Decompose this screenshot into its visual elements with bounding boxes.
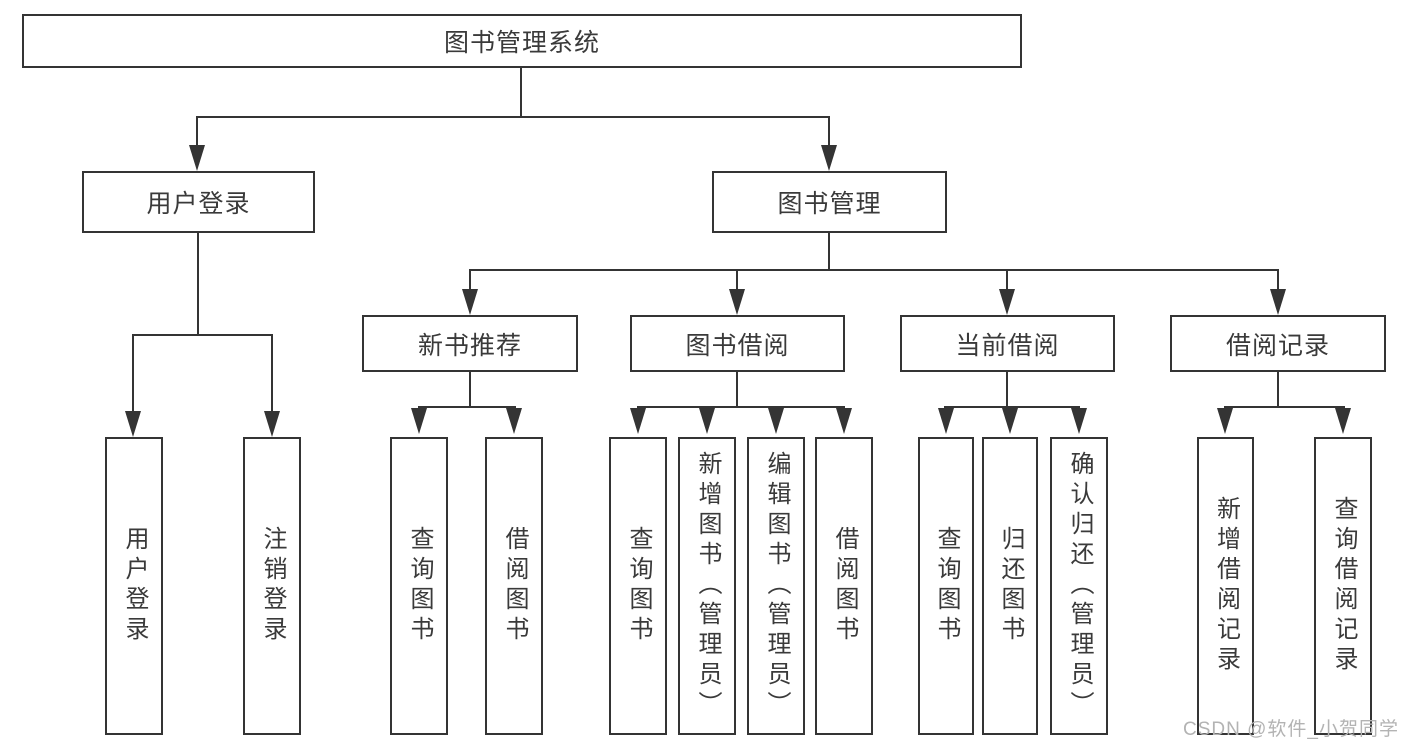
- node-current-borrow-label: 当前借阅: [955, 331, 1060, 360]
- node-user-login-label: 用户登录: [146, 190, 251, 218]
- csdn-watermark: CSDN @软件_小贺同学: [1183, 719, 1399, 740]
- connector-vline: [736, 372, 738, 408]
- arrowhead-icon: [506, 408, 522, 434]
- node-current-borrow: 当前借阅: [900, 315, 1115, 372]
- arrowhead-icon: [1270, 289, 1286, 315]
- node-root: 图书管理系统: [22, 14, 1022, 68]
- leaf-borrow-book-2: 借阅图书: [815, 437, 873, 735]
- node-borrow-record-label: 借阅记录: [1225, 331, 1330, 360]
- leaf-user-login: 用户登录: [105, 437, 163, 735]
- arrowhead-icon: [729, 289, 745, 315]
- leaf-edit-book-admin: 编辑图书（管理员）: [747, 437, 805, 735]
- connector-hline: [944, 406, 1080, 408]
- connector-vline: [736, 269, 738, 291]
- leaf-return-book: 归还图书: [982, 437, 1038, 735]
- connector-vline: [520, 68, 522, 117]
- arrowhead-icon: [938, 408, 954, 434]
- node-root-label: 图书管理系统: [443, 29, 600, 57]
- connector-hline: [1224, 406, 1345, 408]
- connector-vline: [828, 233, 830, 271]
- arrowhead-icon: [821, 145, 837, 171]
- node-book-borrow: 图书借阅: [630, 315, 845, 372]
- connector-hline: [132, 334, 273, 336]
- arrowhead-icon: [1335, 408, 1351, 434]
- connector-hline: [196, 116, 830, 118]
- connector-vline: [196, 116, 198, 146]
- arrowhead-icon: [1002, 408, 1018, 434]
- connector-vline: [1006, 372, 1008, 408]
- connector-vline: [1277, 372, 1279, 408]
- connector-vline: [1006, 269, 1008, 291]
- arrowhead-icon: [125, 411, 141, 437]
- leaf-label: 新增借阅记录: [1212, 496, 1240, 676]
- arrowhead-icon: [1217, 408, 1233, 434]
- leaf-add-book-admin: 新增图书（管理员）: [678, 437, 736, 735]
- leaf-label: 查询图书: [625, 526, 652, 646]
- arrowhead-icon: [1071, 408, 1087, 434]
- leaf-borrow-book-1: 借阅图书: [485, 437, 543, 735]
- leaf-label: 注销登录: [259, 526, 286, 646]
- arrowhead-icon: [768, 408, 784, 434]
- connector-vline: [197, 233, 199, 336]
- arrowhead-icon: [189, 145, 205, 171]
- leaf-query-book-1: 查询图书: [390, 437, 448, 735]
- leaf-label: 借阅图书: [501, 526, 528, 646]
- leaf-label: 查询图书: [406, 526, 433, 646]
- leaf-query-borrow-record: 查询借阅记录: [1314, 437, 1372, 735]
- leaf-confirm-return-admin: 确认归还（管理员）: [1050, 437, 1108, 735]
- node-user-login: 用户登录: [82, 171, 315, 233]
- arrowhead-icon: [836, 408, 852, 434]
- connector-hline: [418, 406, 516, 408]
- node-book-borrow-label: 图书借阅: [685, 331, 790, 360]
- node-book-management-label: 图书管理: [777, 190, 882, 218]
- connector-hline: [469, 269, 1279, 271]
- node-new-book-recommend-label: 新书推荐: [417, 331, 522, 360]
- leaf-label: 查询图书: [933, 526, 960, 646]
- leaf-label: 用户登录: [121, 526, 148, 646]
- arrowhead-icon: [411, 408, 427, 434]
- connector-vline: [132, 334, 134, 412]
- leaf-label: 新增图书（管理员）: [694, 451, 721, 721]
- arrowhead-icon: [999, 289, 1015, 315]
- connector-vline: [828, 116, 830, 146]
- arrowhead-icon: [462, 289, 478, 315]
- connector-vline: [271, 334, 273, 412]
- leaf-add-borrow-record: 新增借阅记录: [1197, 437, 1254, 735]
- leaf-label: 归还图书: [997, 526, 1024, 646]
- arrowhead-icon: [699, 408, 715, 434]
- node-new-book-recommend: 新书推荐: [362, 315, 578, 372]
- leaf-logout: 注销登录: [243, 437, 301, 735]
- node-book-management: 图书管理: [712, 171, 947, 233]
- node-borrow-record: 借阅记录: [1170, 315, 1386, 372]
- leaf-label: 查询借阅记录: [1330, 496, 1357, 676]
- connector-vline: [469, 269, 471, 291]
- leaf-query-book-3: 查询图书: [918, 437, 974, 735]
- arrowhead-icon: [630, 408, 646, 434]
- leaf-label: 确认归还（管理员）: [1066, 451, 1093, 721]
- connector-hline: [637, 406, 845, 408]
- leaf-query-book-2: 查询图书: [609, 437, 667, 735]
- connector-vline: [1277, 269, 1279, 291]
- connector-vline: [469, 372, 471, 408]
- leaf-label: 借阅图书: [831, 526, 858, 646]
- arrowhead-icon: [264, 411, 280, 437]
- leaf-label: 编辑图书（管理员）: [763, 451, 790, 721]
